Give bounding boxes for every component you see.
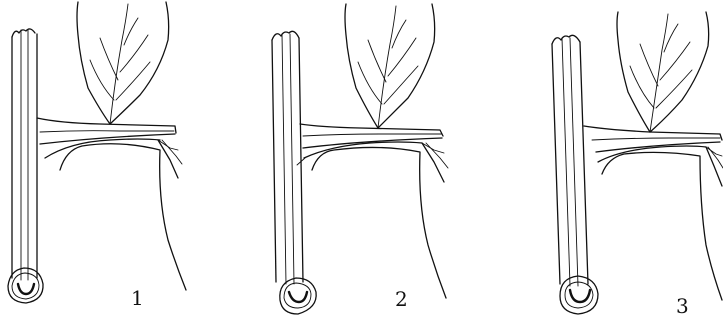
panel-label-2: 2	[395, 287, 408, 311]
stipule-panel-3	[706, 147, 723, 186]
leaf-petiole-panel-3	[584, 126, 722, 300]
leaf-blade-panel-1	[77, 2, 169, 124]
stipule-panel-2	[422, 143, 448, 182]
stipule-panel-1	[158, 140, 182, 178]
stem-cross-section-panel-1	[8, 268, 43, 303]
stem-cross-section-panel-3	[560, 276, 598, 314]
panel-1	[8, 2, 186, 303]
stem-panel-2	[272, 31, 303, 284]
leaf-blade-panel-3	[617, 12, 709, 132]
stem-panel-3	[552, 35, 588, 286]
stem-cross-section-panel-2	[280, 278, 316, 314]
leaf-petiole-panel-2	[297, 124, 446, 298]
leaf-blade-panel-2	[345, 4, 435, 128]
panel-label-3: 3	[676, 294, 689, 318]
panel-2	[272, 4, 448, 314]
panel-label-1: 1	[131, 286, 144, 310]
panel-3	[552, 12, 723, 314]
stem-panel-1	[12, 29, 37, 280]
